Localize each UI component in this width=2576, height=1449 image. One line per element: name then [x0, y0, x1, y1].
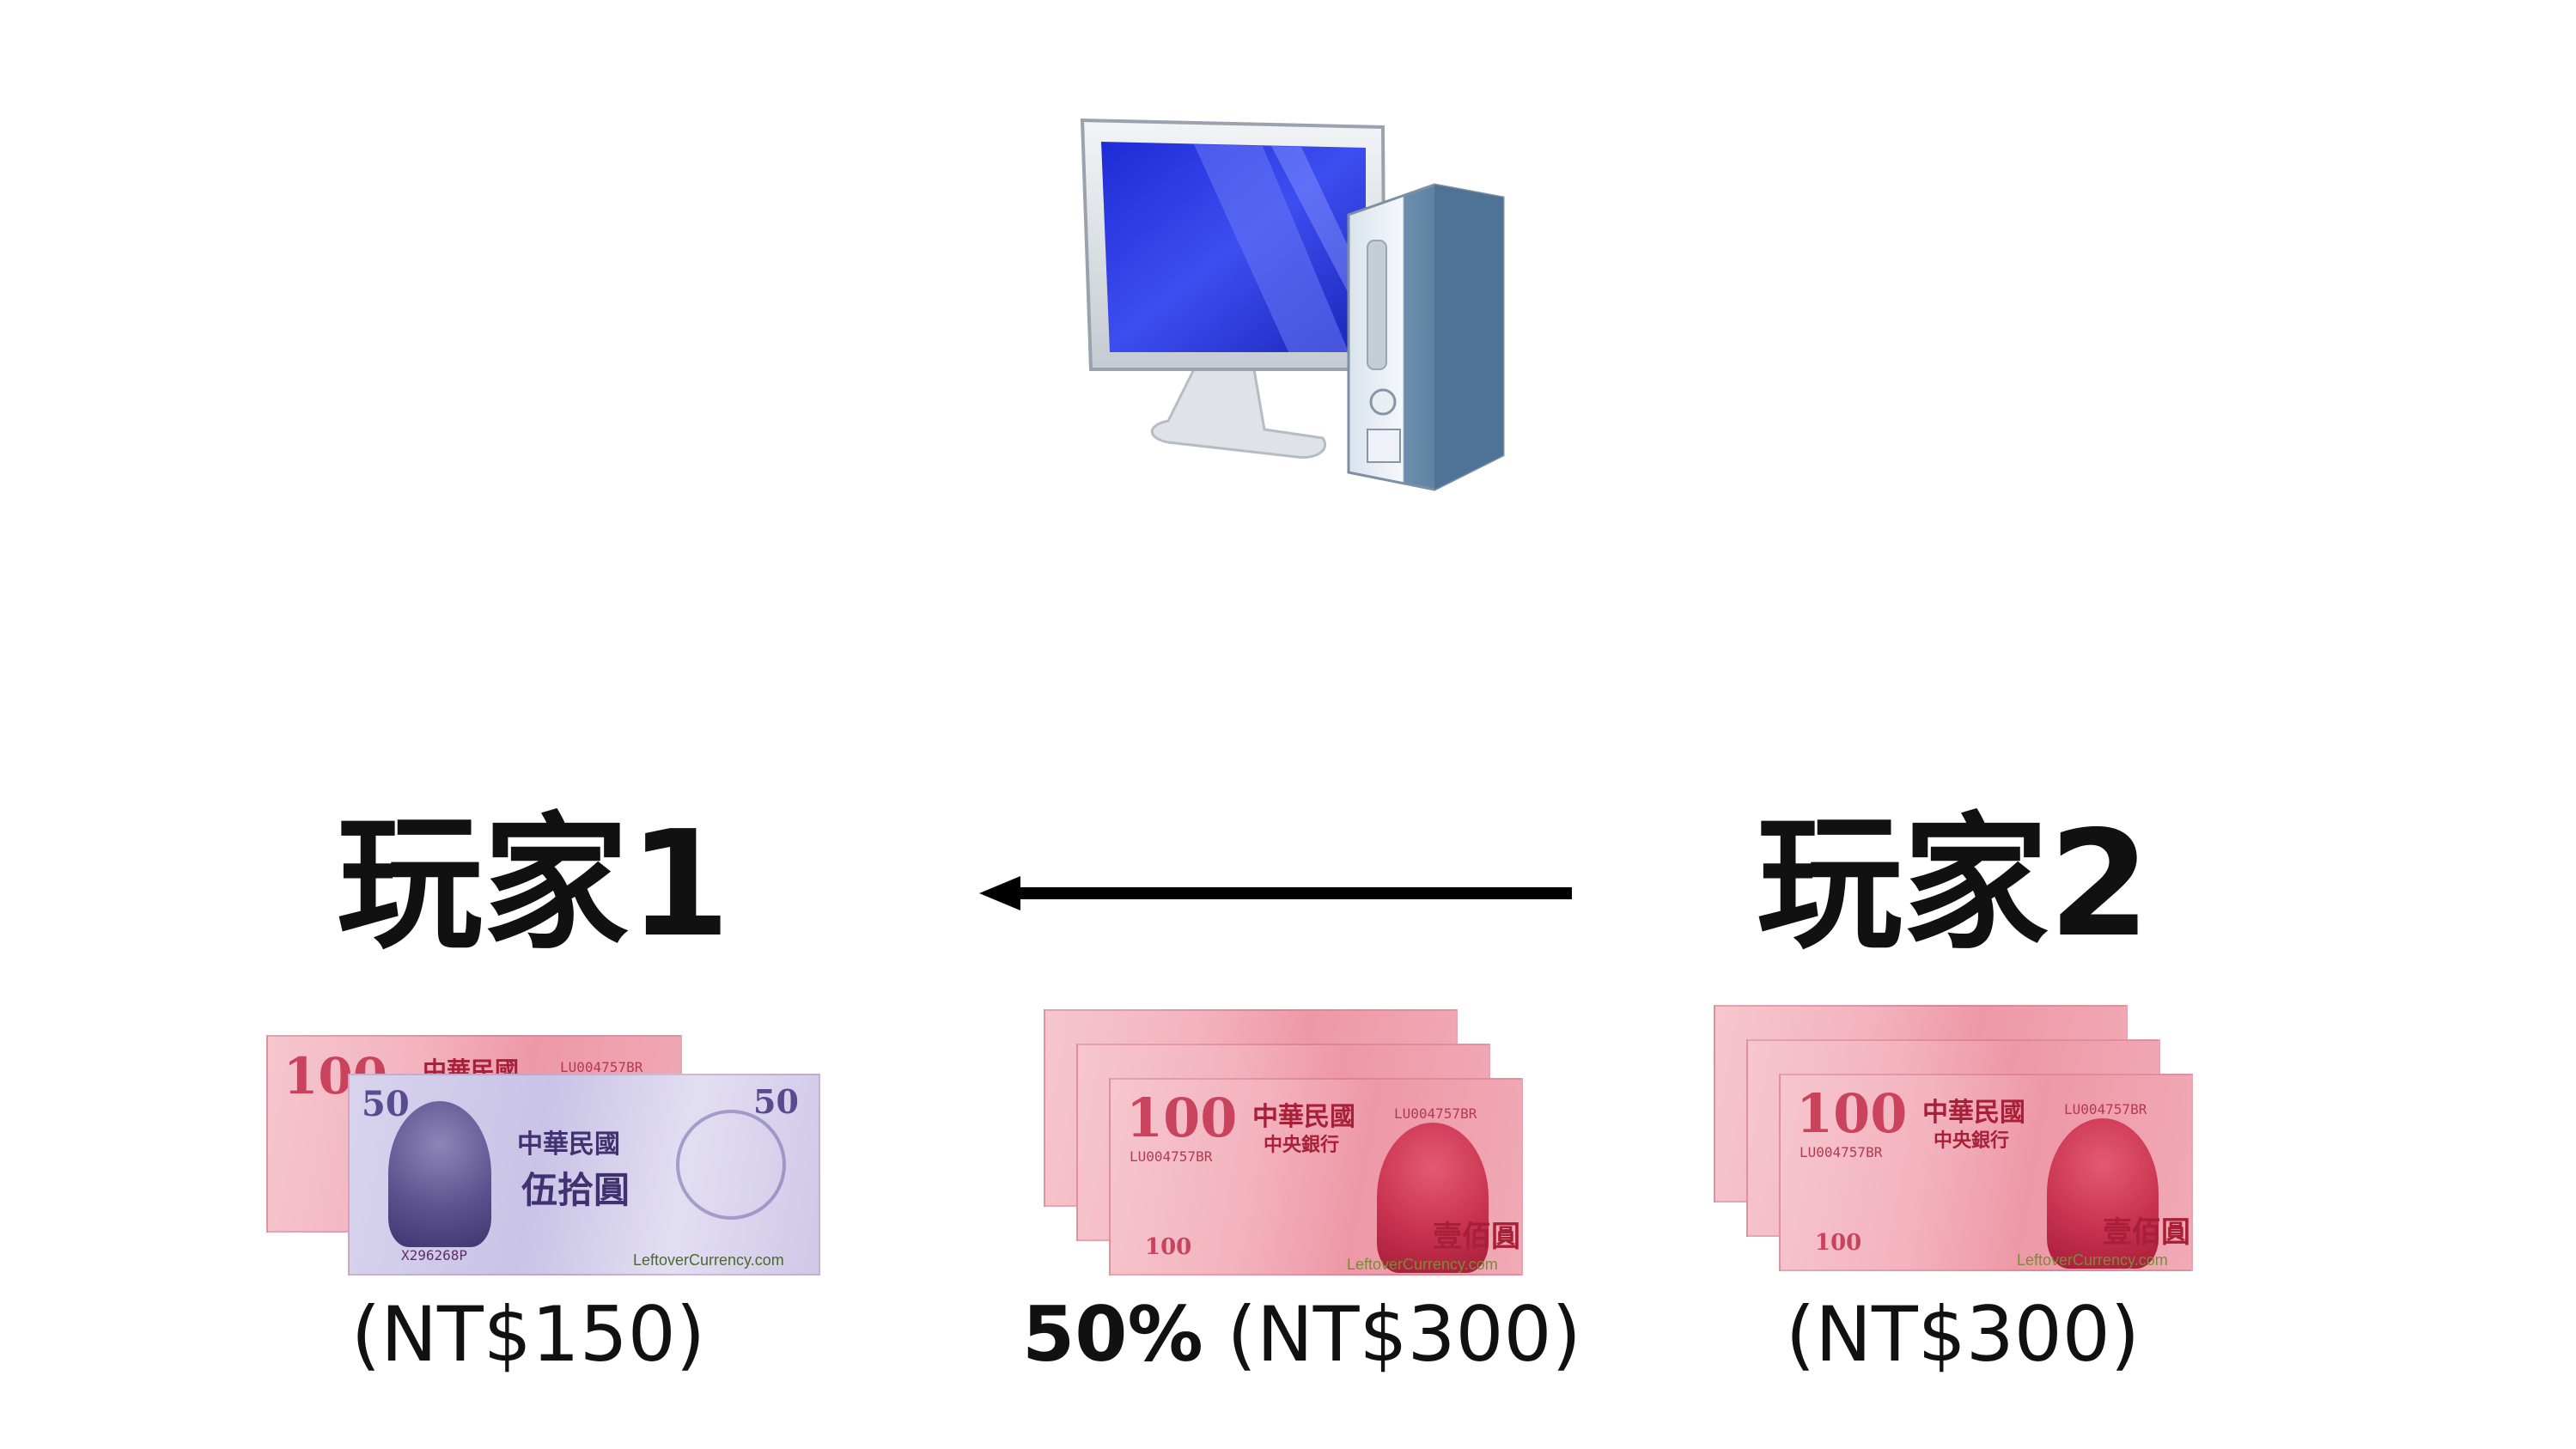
banknote-portrait	[1377, 1123, 1489, 1273]
banknote-portrait	[388, 1101, 491, 1247]
player-2-label: 玩家2	[1757, 800, 2151, 970]
computer-icon	[1080, 118, 1505, 491]
banknote-watermark: LeftoverCurrency.com	[633, 1251, 784, 1269]
banknote-100: 100 LU004757BR 中華民國 中央銀行 LU004757BR 壹佰圓 …	[1779, 1074, 2193, 1271]
banknote-denomination: 50	[362, 1084, 410, 1124]
player-1-banknotes: 100 中華民國 LU004757BR 50 中華民國 伍拾圓 50 X2962…	[266, 1035, 825, 1275]
banknote-denomination-bottom: 100	[1815, 1230, 1862, 1256]
banknote-serial-2: LU004757BR	[2064, 1101, 2147, 1117]
banknote-serial: LU004757BR	[560, 1059, 643, 1075]
banknote-serial: X296268P	[401, 1247, 468, 1263]
player-2-banknotes: 100 LU004757BR 中華民國 中央銀行 LU004757BR 壹佰圓 …	[1714, 1005, 2203, 1271]
banknote-bank: 中央銀行	[1934, 1130, 2010, 1152]
banknote-serial: LU004757BR	[1800, 1144, 1883, 1160]
banknote-100: 100 LU004757BR 中華民國 中央銀行 LU004757BR 壹佰圓 …	[1109, 1078, 1523, 1275]
banknote-serial-2: LU004757BR	[1394, 1105, 1477, 1122]
transfer-percent: 50%	[1022, 1290, 1203, 1379]
transfer-caption: 50% (NT$300)	[1022, 1297, 1581, 1373]
banknote-issuer: 中華民國	[1252, 1102, 1355, 1132]
banknote-issuer: 中華民國	[517, 1129, 620, 1160]
banknote-watermark: LeftoverCurrency.com	[1347, 1256, 1498, 1273]
banknote-serial: LU004757BR	[1130, 1148, 1213, 1165]
transfer-amount: (NT$300)	[1227, 1290, 1581, 1379]
transfer-banknotes: 100 LU004757BR 中華民國 中央銀行 LU004757BR 壹佰圓 …	[1044, 1009, 1533, 1275]
banknote-denomination-corner: 50	[753, 1082, 799, 1121]
banknote-denomination: 100	[1126, 1087, 1238, 1149]
banknote-watermark: LeftoverCurrency.com	[2017, 1251, 2168, 1269]
banknote-50: 50 中華民國 伍拾圓 50 X296268P LeftoverCurrency…	[348, 1074, 820, 1275]
banknote-rosette	[676, 1110, 786, 1220]
banknote-value: 壹佰圓	[1433, 1220, 1520, 1254]
banknote-value: 伍拾圓	[521, 1169, 630, 1211]
player-1-amount: (NT$150)	[350, 1290, 706, 1379]
banknote-issuer: 中華民國	[1922, 1098, 2025, 1128]
banknote-denomination-bottom: 100	[1145, 1234, 1192, 1260]
player-2-amount: (NT$300)	[1785, 1290, 2141, 1379]
banknote-denomination: 100	[1796, 1082, 1908, 1145]
player-1-label: 玩家1	[337, 800, 731, 970]
banknote-bank: 中央銀行	[1264, 1135, 1340, 1156]
banknote-portrait	[2047, 1118, 2159, 1269]
banknote-value: 壹佰圓	[2103, 1215, 2190, 1250]
arrow-left-icon	[979, 876, 1572, 910]
